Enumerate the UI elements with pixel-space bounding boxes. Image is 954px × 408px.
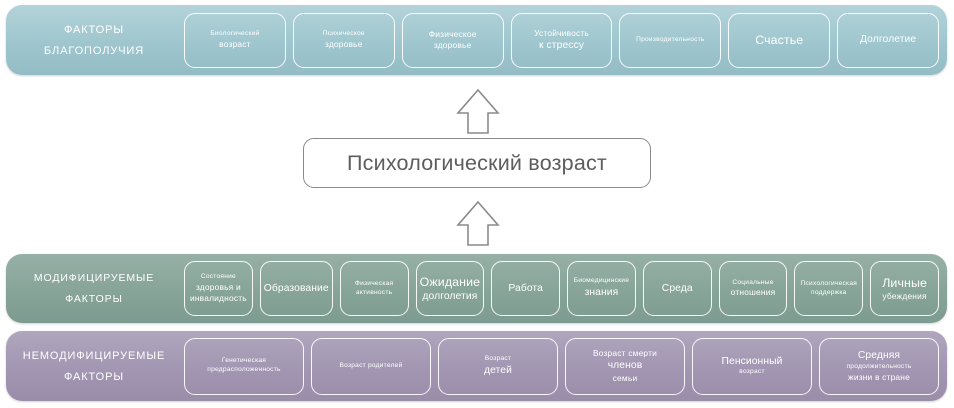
chip-line-1: Генетическая [221,357,267,365]
band-wellbeing: ФАКТОРЫ БЛАГОПОЛУЧИЯ Биологический возра… [6,5,947,75]
chip-line-2: долголетия [422,290,478,302]
chip-line-1: Средняя [857,350,901,362]
band-wellbeing-title-line2: БЛАГОПОЛУЧИЯ [43,44,145,57]
chip-line-1: Пенсионный [721,355,783,367]
chip-line-2: детей [484,364,512,376]
chip-work[interactable]: Работа [491,261,561,316]
chip-line-2: здоровья и [195,281,241,292]
chip-environment[interactable]: Среда [642,261,712,316]
chip-line-2: возраст [219,38,251,49]
chip-physical-activity[interactable]: Физическая активность [339,261,409,316]
chip-line-2: членов [607,360,643,372]
chip-country-life-expectancy[interactable]: Средняя продолжительность жизни в стране [819,337,939,395]
chip-line-1: Устойчивость [534,27,589,38]
band-wellbeing-title-line1: ФАКТОРЫ [63,23,125,36]
chip-line-2: здоровье [433,40,472,50]
chip-line-2: отношения [730,287,776,298]
chip-productivity[interactable]: Производительность [619,12,722,68]
band-nonmodifiable-chips: Генетическая предрасположенность Возраст… [184,331,939,401]
center-node-label: Психологический возраст [347,150,607,175]
band-modifiable-title-line2: ФАКТОРЫ [65,293,123,305]
chip-longevity-expectation[interactable]: Ожидание долголетия [415,261,485,316]
chip-line-1: Социальные [732,278,774,286]
chip-line-1: Работа [508,282,543,294]
chip-line-2: продолжительность [846,362,912,370]
chip-line-2: поддержка [811,288,847,296]
chip-line-2: предрасположенность [207,366,281,373]
chip-line-1: Биомедицинские [573,277,630,285]
chip-line-2: к стрессу [538,39,585,51]
chip-line-2: возраст [739,368,765,376]
chip-parents-age[interactable]: Возраст родителей [311,337,431,395]
chip-line-1: Возраст [484,354,512,362]
chip-mental-health[interactable]: Психическое здоровье [292,12,395,68]
band-modifiable-chips: Состояние здоровья и инвалидность Образо… [184,254,939,323]
chip-psychological-support[interactable]: Психологическая поддержка [794,261,864,316]
chip-line-1: Производительность [636,35,705,43]
band-nonmodifiable: НЕМОДИФИЦИРУЕМЫЕ ФАКТОРЫ Генетическая пр… [6,331,947,401]
chip-health-status-disability[interactable]: Состояние здоровья и инвалидность [184,261,253,316]
chip-biomedical-knowledge[interactable]: Биомедицинские знания [567,261,636,316]
chip-line-1: Биологический [210,30,260,38]
chip-physical-health[interactable]: Физическое здоровье [401,12,504,68]
arrow-up-to-wellbeing-icon [455,88,501,135]
band-modifiable-title: МОДИФИЦИРУЕМЫЕ ФАКТОРЫ [6,254,182,323]
chip-line-1: Физическая [354,279,394,287]
chip-line-1: Психологическая [800,279,858,287]
chip-biological-age[interactable]: Биологический возраст [184,12,286,68]
chip-line-3: жизни в стране [848,371,910,382]
chip-line-1: Возраст смерти [592,348,658,359]
chip-line-1: Образование [263,282,329,294]
arrow-up-from-factors-icon [455,200,501,247]
chip-education[interactable]: Образование [259,261,333,316]
band-nonmodifiable-title-line1: НЕМОДИФИЦИРУЕМЫЕ [22,349,166,362]
chip-retirement-age[interactable]: Пенсионный возраст [692,337,812,395]
chip-happiness[interactable]: Счастье [728,12,831,68]
chip-line-1: Счастье [755,32,804,47]
band-wellbeing-chips: Биологический возраст Психическое здоров… [184,5,940,75]
chip-line-1: Долголетие [859,34,917,46]
chip-line-3: инвалидность [189,292,247,303]
chip-line-1: Возраст родителей [339,361,403,369]
chip-children-age[interactable]: Возраст детей [438,337,558,395]
chip-line-1: Психическое [322,30,365,38]
chip-line-2: активность [355,288,393,296]
chip-line-1: Ожидание [419,274,481,289]
chip-stress-resilience[interactable]: Устойчивость к стрессу [510,12,613,68]
band-modifiable: МОДИФИЦИРУЕМЫЕ ФАКТОРЫ Состояние здоровь… [6,254,947,323]
chip-line-2: убеждения [882,291,927,302]
band-nonmodifiable-title-line2: ФАКТОРЫ [63,370,125,383]
band-wellbeing-title: ФАКТОРЫ БЛАГОПОЛУЧИЯ [6,5,182,75]
chip-genetic-predisposition[interactable]: Генетическая предрасположенность [184,337,304,395]
chip-social-relations[interactable]: Социальные отношения [718,261,788,316]
chip-family-death-age[interactable]: Возраст смерти членов семьи [565,337,685,395]
chip-longevity[interactable]: Долголетие [837,12,940,68]
chip-line-2: знания [584,287,619,299]
center-node-psychological-age[interactable]: Психологический возраст [303,138,651,188]
chip-line-1: Личные [882,275,927,290]
chip-line-1: Среда [661,282,693,294]
band-nonmodifiable-title: НЕМОДИФИЦИРУЕМЫЕ ФАКТОРЫ [6,331,182,401]
chip-personal-beliefs[interactable]: Личные убеждения [870,261,939,316]
chip-line-1: Физическое [428,28,477,39]
chip-line-2: здоровье [324,38,363,49]
chip-line-1: Состояние [200,273,236,281]
band-modifiable-title-line1: МОДИФИЦИРУЕМЫЕ [33,272,155,284]
chip-line-3: семьи [612,372,638,383]
